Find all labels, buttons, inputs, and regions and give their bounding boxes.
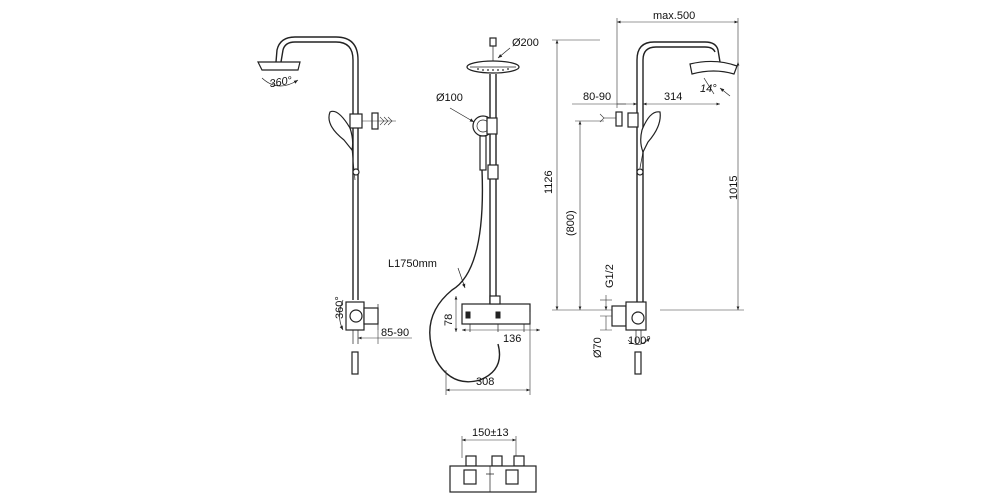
swivel-360-label: 360° [269, 74, 294, 90]
tilt-14: 14° [700, 83, 717, 95]
dim-136: 136 [503, 333, 521, 345]
dim-314: 314 [664, 91, 682, 103]
hand-shower [328, 110, 354, 152]
dim-800: (800) [565, 210, 577, 236]
thread-g12: G1/2 [604, 264, 616, 288]
dim-78: 78 [443, 314, 455, 326]
swivel-arrow [261, 77, 299, 87]
dim-d200: Ø200 [512, 37, 539, 49]
side-view-right: max.500 14° 80-90 314 1126 (800) 1015 [543, 10, 744, 375]
mixer-bottom-view: 150±13 [449, 427, 537, 493]
side-view-left: 360° 360° 85-90 [257, 36, 412, 375]
dim-hose-length: L1750mm [388, 258, 437, 270]
dim-1015: 1015 [728, 176, 740, 200]
front-view: Ø200 Ø100 L1750mm 78 136 308 [388, 37, 540, 395]
dim-max-500: max.500 [653, 10, 695, 22]
dim-80-90: 80-90 [583, 91, 611, 103]
escutcheon-d70: Ø70 [592, 337, 604, 358]
hose [429, 169, 501, 383]
bottom-360-label: 360° [334, 296, 346, 319]
dim-d100: Ø100 [436, 92, 463, 104]
riser-pipe [280, 41, 354, 300]
dim-150-13: 150±13 [472, 427, 509, 439]
dim-85-90: 85-90 [381, 327, 409, 339]
right-hand-shower [640, 111, 661, 154]
shower-head [257, 61, 301, 71]
dim-308: 308 [476, 376, 494, 388]
dim-1126: 1126 [543, 170, 555, 194]
angle-100: 100° [628, 335, 651, 347]
